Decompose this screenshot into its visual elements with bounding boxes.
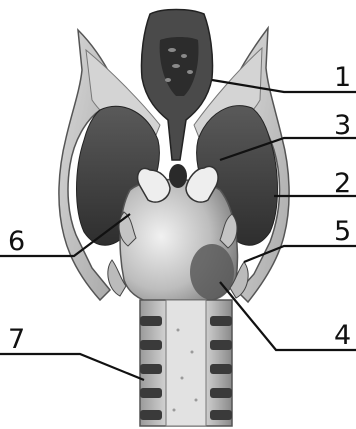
callout-6: 6	[8, 228, 25, 255]
callout-5: 5	[334, 218, 351, 245]
callout-1: 1	[334, 64, 351, 91]
leader-line-7	[0, 354, 144, 380]
callout-3: 3	[334, 112, 351, 139]
callout-4: 4	[334, 322, 351, 349]
trachea	[140, 300, 232, 426]
callout-7: 7	[8, 326, 25, 353]
callout-2: 2	[334, 170, 351, 197]
